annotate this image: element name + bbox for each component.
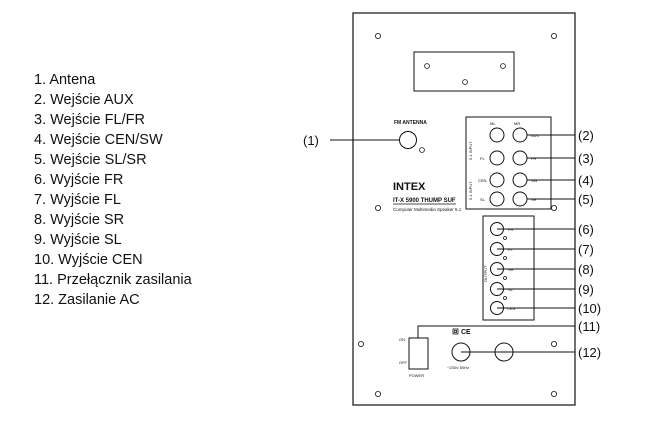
switch-on-label: ON xyxy=(399,337,405,342)
brand-logo: INTEX xyxy=(393,181,426,193)
model-name: IT-X 5900 THUMP SUF xyxy=(393,198,456,204)
power-label: POWER xyxy=(409,373,424,378)
double-insulation-mark xyxy=(452,328,459,335)
legend-item-12: 12. Zasilanie AC xyxy=(34,292,140,308)
callout-6: (6) xyxy=(578,222,594,237)
input-side-label-bottom: 5.1 INPUT xyxy=(468,181,473,200)
legend-item-2: 2. Wejście AUX xyxy=(34,92,134,108)
input-mr-label: MR xyxy=(514,121,520,126)
legend-item-1: 1. Antena xyxy=(34,72,96,88)
callout-12: (12) xyxy=(578,345,601,360)
callout-lines xyxy=(330,134,575,353)
legend-item-9: 9. Wyjście SL xyxy=(34,232,122,248)
callout-1: (1) xyxy=(303,133,319,148)
input-side-label-top: 5.1 INPUT xyxy=(468,141,473,160)
legend-item-3: 3. Wejście FL/FR xyxy=(34,112,145,128)
output-side-label: OUTPUT xyxy=(483,265,488,282)
legend-item-6: 6. Wyjście FR xyxy=(34,172,124,188)
callout-9: (9) xyxy=(578,282,594,297)
callout-labels: (1) (2) (3) (4) (5) (6) (7) (8) (9) (10)… xyxy=(303,128,601,360)
callout-10: (10) xyxy=(578,301,601,316)
legend-item-10: 10. Wyjście CEN xyxy=(34,252,143,268)
callout-2: (2) xyxy=(578,128,594,143)
ce-mark: CE xyxy=(461,329,471,336)
callout-7: (7) xyxy=(578,242,594,257)
switch-off-label: OFF xyxy=(399,360,408,365)
input-sl-label: SL xyxy=(480,197,486,202)
legend-item-8: 8. Wyjście SR xyxy=(34,212,125,228)
ac-rating-label: ~230V 50Hz xyxy=(447,365,469,370)
antenna-label: FM ANTENNA xyxy=(394,120,427,126)
legend-item-7: 7. Wyjście FL xyxy=(34,192,121,208)
input-ml-label: ML xyxy=(490,121,496,126)
callout-3: (3) xyxy=(578,151,594,166)
legend-list: 1. Antena 2. Wejście AUX 3. Wejście FL/FR 4… xyxy=(34,70,192,310)
legend-item-11: 11. Przełącznik zasilania xyxy=(34,272,192,288)
model-subtitle: Computer Multimedia Speaker 5.1 xyxy=(393,207,462,212)
callout-11: (11) xyxy=(578,319,600,334)
input-cen-label: CEN xyxy=(478,178,487,183)
brand-block: INTEX IT-X 5900 THUMP SUF Computer Multi… xyxy=(393,181,462,212)
panel-screws xyxy=(357,33,558,397)
legend-item-5: 5. Wejście SL/SR xyxy=(34,152,147,168)
callout-5: (5) xyxy=(578,192,594,207)
legend-item-4: 4. Wejście CEN/SW xyxy=(34,132,163,148)
top-mount-plate xyxy=(413,51,515,92)
callout-4: (4) xyxy=(578,173,594,188)
callout-8: (8) xyxy=(578,262,594,277)
input-fl-label: FL xyxy=(480,156,485,161)
